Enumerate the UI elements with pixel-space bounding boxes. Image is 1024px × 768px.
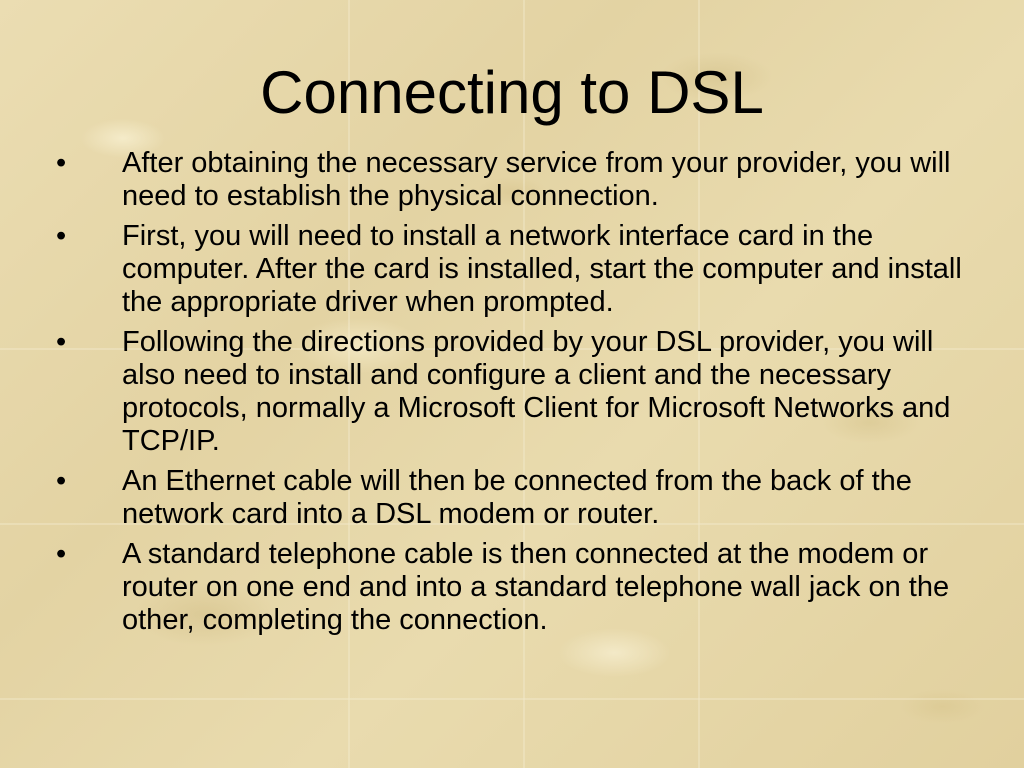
bullet-text: First, you will need to install a networ… <box>122 220 962 318</box>
list-item: • A standard telephone cable is then con… <box>48 538 968 637</box>
bullet-icon: • <box>56 538 67 570</box>
bullet-text: After obtaining the necessary service fr… <box>122 147 951 212</box>
list-item: • An Ethernet cable will then be connect… <box>48 465 968 531</box>
list-item: • Following the directions provided by y… <box>48 326 968 458</box>
list-item: • First, you will need to install a netw… <box>48 220 968 319</box>
bullet-icon: • <box>56 326 67 358</box>
slide-title: Connecting to DSL <box>260 59 764 126</box>
bullet-icon: • <box>56 147 67 179</box>
bullet-text: Following the directions provided by you… <box>122 326 951 457</box>
list-item: • After obtaining the necessary service … <box>48 147 968 213</box>
bullet-list: • After obtaining the necessary service … <box>48 147 968 644</box>
bullet-icon: • <box>56 465 67 497</box>
bullet-icon: • <box>56 220 67 252</box>
bullet-text: An Ethernet cable will then be connected… <box>122 465 912 530</box>
bullet-text: A standard telephone cable is then conne… <box>122 538 950 636</box>
